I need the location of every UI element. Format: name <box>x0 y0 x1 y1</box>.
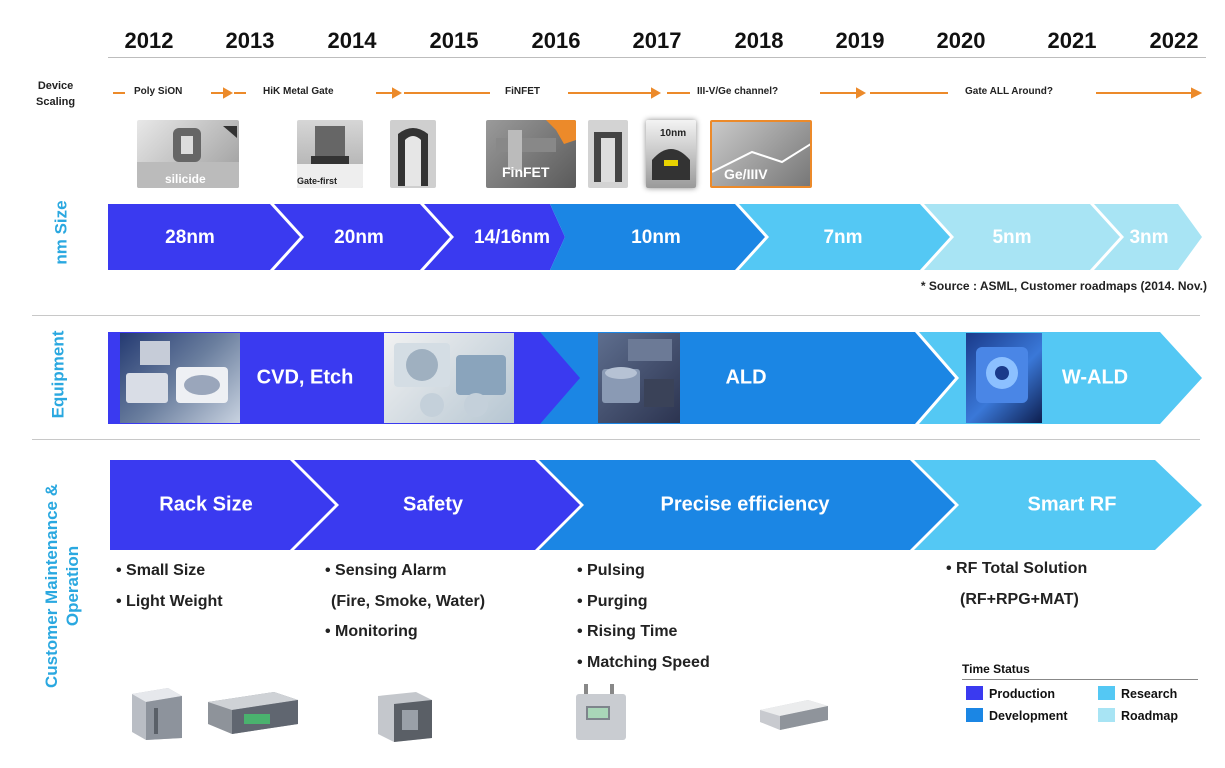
rf-generator-unit-icon <box>204 688 300 734</box>
time-status-legend: Time Status Production Development Resea… <box>962 662 1202 680</box>
rf-generator-photo <box>372 688 436 744</box>
bullet-item: (Fire, Smoke, Water) <box>325 587 485 618</box>
legend-label: Roadmap <box>1121 709 1178 723</box>
stage-label: Safety <box>403 494 463 517</box>
equipment-photo <box>384 333 514 423</box>
equipment-label: W-ALD <box>1062 367 1128 390</box>
equipment-label: ALD <box>725 367 766 390</box>
stage-label: Smart RF <box>1028 494 1117 517</box>
equipment-chevron <box>919 332 1202 424</box>
legend-item-roadmap: Roadmap <box>1098 708 1178 723</box>
equipment-photo-icon <box>966 333 1042 423</box>
legend-swatch <box>1098 708 1115 722</box>
rf-generator-photo <box>570 684 632 744</box>
bullet-list: • Pulsing • Purging • Rising Time • Matc… <box>577 556 710 678</box>
bullet-item: • Light Weight <box>116 587 223 618</box>
equipment-photo-icon <box>120 333 240 423</box>
rf-generator-unit-icon <box>372 688 436 744</box>
bullet-item: • Sensing Alarm <box>325 556 485 587</box>
section-divider <box>32 315 1200 316</box>
legend-label: Production <box>989 687 1055 701</box>
node-label: 14/16nm <box>474 227 550 249</box>
legend-item-production: Production <box>966 686 1055 701</box>
node-label: 7nm <box>823 227 862 249</box>
legend-swatch <box>966 708 983 722</box>
bullet-item: • Monitoring <box>325 617 485 648</box>
stage-label: Precise efficiency <box>661 494 830 517</box>
bullet-item: • Rising Time <box>577 617 710 648</box>
bullet-item: • RF Total Solution <box>946 554 1087 585</box>
node-label: 20nm <box>334 227 384 249</box>
equipment-photo-icon <box>598 333 680 423</box>
rf-generator-photo <box>758 696 830 732</box>
bullet-item: • Pulsing <box>577 556 710 587</box>
legend-label: Research <box>1121 687 1177 701</box>
rf-generator-unit-icon <box>758 696 830 732</box>
bullet-item: • Purging <box>577 587 710 618</box>
source-note: * Source : ASML, Customer roadmaps (2014… <box>921 279 1207 293</box>
rf-generator-photo <box>128 684 186 742</box>
equipment-photo-icon <box>384 333 514 423</box>
rf-generator-unit-icon <box>570 684 632 744</box>
node-label: 3nm <box>1129 227 1168 249</box>
bullet-item: (RF+RPG+MAT) <box>946 585 1087 616</box>
rf-generator-unit-icon <box>128 684 186 742</box>
legend-label: Development <box>989 709 1068 723</box>
equipment-photo <box>120 333 240 423</box>
legend-item-development: Development <box>966 708 1068 723</box>
equipment-photo <box>966 333 1042 423</box>
legend-swatch <box>966 686 983 700</box>
node-label: 10nm <box>631 227 681 249</box>
bullet-item: • Small Size <box>116 556 223 587</box>
bullet-list: • RF Total Solution (RF+RPG+MAT) <box>946 554 1087 615</box>
node-label: 5nm <box>992 227 1031 249</box>
stage-label: Rack Size <box>159 494 252 517</box>
legend-swatch <box>1098 686 1115 700</box>
section-divider <box>32 439 1200 440</box>
bullet-list: • Sensing Alarm (Fire, Smoke, Water) • M… <box>325 556 485 648</box>
equipment-photo <box>598 333 680 423</box>
bullet-item: • Matching Speed <box>577 648 710 679</box>
rf-generator-photo <box>204 688 300 734</box>
equipment-label: CVD, Etch <box>257 367 354 390</box>
legend-item-research: Research <box>1098 686 1177 701</box>
bullet-list: • Small Size • Light Weight <box>116 556 223 617</box>
node-label: 28nm <box>165 227 215 249</box>
legend-title: Time Status <box>962 662 1198 680</box>
